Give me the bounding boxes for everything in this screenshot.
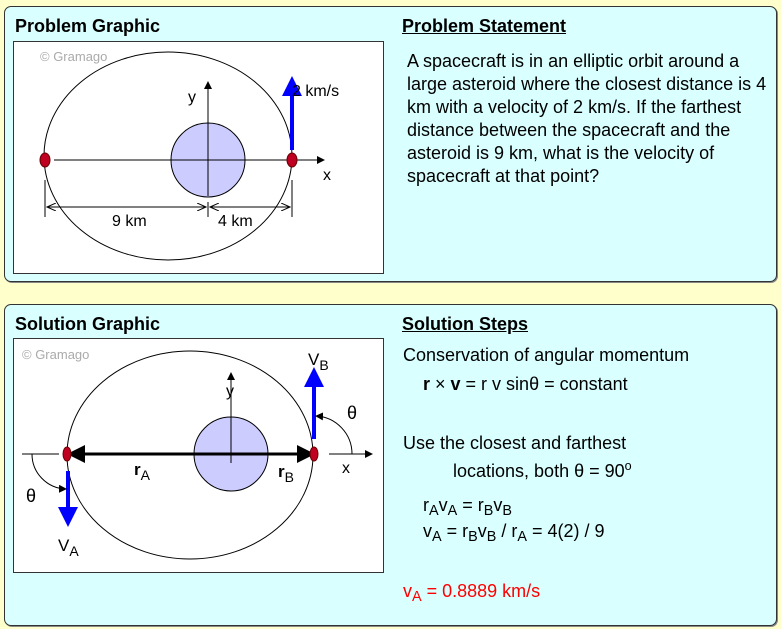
y-label: y: [226, 383, 234, 400]
orbit-ellipse: [43, 51, 293, 261]
step-eq2: vA = rBvB / rA = 4(2) / 9: [423, 521, 605, 545]
problem-panel: Problem Graphic © Gramago 2 km/s y x 9 k…: [4, 6, 777, 282]
solution-panel: Solution Graphic © Gramago VB VA θ θ y x…: [4, 304, 777, 626]
y-label: y: [188, 89, 196, 106]
problem-figure: © Gramago 2 km/s y x 9 km 4 km: [39, 49, 339, 261]
step-locations: locations, both θ = 90o: [453, 459, 632, 481]
vb-label: VB: [308, 350, 329, 373]
theta-arc-b: [315, 412, 353, 455]
step-conservation: Conservation of angular momentum: [403, 345, 690, 365]
watermark: © Gramago: [40, 49, 107, 64]
solution-graphic: © Gramago VB VA θ θ y x rA rB: [13, 338, 384, 573]
problem-graphic: © Gramago 2 km/s y x 9 km 4 km: [13, 41, 384, 274]
watermark: © Gramago: [22, 347, 89, 362]
near-distance-label: 4 km: [218, 213, 253, 230]
far-point: [39, 152, 51, 168]
theta-a-label: θ: [26, 486, 36, 506]
near-point: [286, 152, 298, 168]
solution-figure: © Gramago VB VA θ θ y x rA rB: [22, 347, 373, 560]
problem-statement-title: Problem Statement: [402, 16, 567, 36]
va-label: VA: [58, 536, 79, 559]
theta-arc-a: [31, 453, 67, 493]
solution-graphic-title: Solution Graphic: [15, 314, 161, 334]
step-eq1: rAvA = rBvB: [423, 495, 512, 519]
answer: vA = 0.8889 km/s: [403, 581, 541, 605]
ra-label: rA: [134, 460, 151, 483]
step-use-closest: Use the closest and farthest: [403, 433, 627, 453]
point-a: [62, 446, 72, 462]
velocity-label: 2 km/s: [292, 83, 339, 100]
problem-statement: A spacecraft is in an elliptic orbit aro…: [407, 51, 767, 186]
x-label: x: [342, 460, 350, 477]
rb-label: rB: [278, 462, 294, 485]
far-distance-label: 9 km: [112, 213, 147, 230]
step-formula: r × v = r v sinθ = constant: [423, 374, 628, 394]
solution-steps-title: Solution Steps: [402, 314, 528, 334]
x-label: x: [323, 167, 331, 184]
problem-graphic-title: Problem Graphic: [15, 16, 161, 36]
point-b: [309, 446, 319, 462]
theta-b-label: θ: [347, 403, 357, 423]
